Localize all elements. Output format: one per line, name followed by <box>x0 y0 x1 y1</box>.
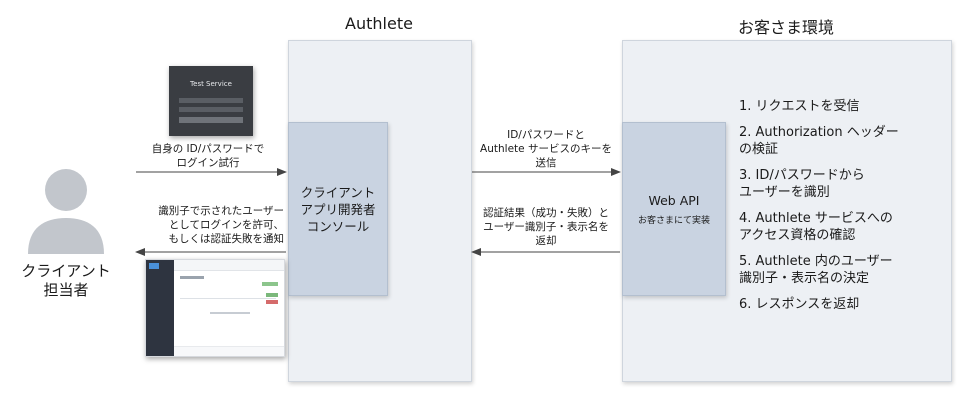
console-screen-sidebar <box>146 260 174 356</box>
console-screen-badge <box>266 300 278 304</box>
console-screen-badge <box>262 282 278 286</box>
web-api-sublabel: お客さまにて実装 <box>637 216 710 226</box>
login-screen-thumbnail: Test Service <box>169 66 253 136</box>
console-screen-thumbnail <box>145 259 285 357</box>
developer-console-label: クライアント アプリ開発者 コンソール <box>300 184 376 234</box>
console-screen-logo <box>149 263 159 269</box>
login-screen-field <box>179 107 243 112</box>
return-result-label: 認証結果（成功・失敗）と ユーザー識別子・表示名を 返却 <box>483 207 609 247</box>
processing-step: 6. レスポンスを返却 <box>739 297 860 312</box>
processing-steps-list: 1. リクエストを受信 2. Authorization ヘッダー の検証 3.… <box>739 98 959 322</box>
login-screen-field <box>179 98 243 103</box>
console-screen-header <box>174 260 284 271</box>
processing-step: 4. Authlete サービスへの アクセス資格の確認 <box>739 211 893 243</box>
customer-column-title: お客さま環境 <box>737 18 834 37</box>
actor-label: クライアント 担当者 <box>21 262 111 299</box>
developer-console-box: クライアント アプリ開発者 コンソール <box>288 122 388 296</box>
console-screen-line <box>210 312 250 314</box>
person-icon <box>28 169 104 254</box>
login-screen-title: Test Service <box>190 80 232 88</box>
processing-step: 1. リクエストを受信 <box>739 99 860 114</box>
web-api-label: Web API <box>648 193 700 208</box>
console-screen-badge <box>266 293 278 297</box>
processing-step: 5. Authlete 内のユーザー 識別子・表示名の決定 <box>739 254 893 286</box>
customer-lane <box>622 40 952 382</box>
login-result-label: 識別子で示されたユーザー としてログインを許可、 もしくは認証失敗を通知 <box>158 205 284 245</box>
authlete-column-title: Authlete <box>345 14 413 33</box>
processing-step: 3. ID/パスワードから ユーザーを識別 <box>739 168 865 200</box>
processing-step: 2. Authorization ヘッダー の検証 <box>739 125 899 157</box>
login-screen-button <box>179 117 243 123</box>
console-screen-line <box>180 276 204 279</box>
console-screen-footer <box>174 346 284 356</box>
send-credentials-label: ID/パスワードと Authlete サービスのキーを 送信 <box>480 129 612 169</box>
console-screen-line <box>180 298 276 299</box>
web-api-box: Web API お客さまにて実装 <box>622 122 726 296</box>
login-attempt-label: 自身の ID/パスワードで ログイン試行 <box>151 143 265 169</box>
